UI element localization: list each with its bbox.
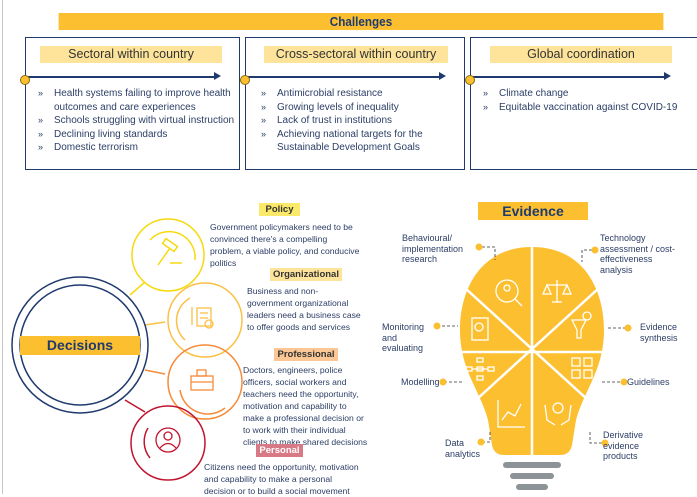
- challenges-header: Challenges: [58, 13, 664, 30]
- timeline-dot-icon: [20, 75, 30, 85]
- arrow-icon: [245, 73, 446, 79]
- list-item: Lack of trust in institutions: [257, 114, 457, 128]
- checkboxes-icon: [571, 357, 593, 379]
- magnifier-person-icon: [495, 279, 523, 307]
- clipboard-icon: [471, 317, 489, 341]
- list-item: Health systems failing to improve health…: [34, 87, 239, 114]
- evidence-type-label: Data analytics: [445, 438, 481, 459]
- person-icon: [155, 427, 181, 453]
- list-item: Domestic terrorism: [34, 141, 239, 155]
- arrow-icon: [25, 73, 221, 79]
- decisions-bar: [20, 336, 140, 355]
- document-icon: [191, 307, 214, 329]
- challenge-column-global: [470, 37, 697, 170]
- challenge-column-cross-sectoral: [245, 37, 465, 170]
- column-heading: Global coordination: [490, 46, 672, 63]
- challenge-list: Health systems failing to improve health…: [34, 87, 239, 155]
- evidence-type-label: Monitoring and evaluating: [382, 322, 425, 353]
- decisions-diagram: [11, 218, 243, 481]
- timeline-dot-icon: [465, 75, 475, 85]
- hands-gear-icon: [544, 402, 572, 426]
- list-item: Antimicrobial resistance: [257, 87, 457, 101]
- evidence-title: Evidence: [478, 202, 588, 220]
- list-item: Equitable vaccination against COVID-19: [479, 101, 694, 115]
- level-label-policy: Policy: [259, 203, 300, 216]
- evidence-bulb: [433, 243, 632, 490]
- list-item: Achieving national targets for the Susta…: [257, 128, 457, 155]
- level-label-professional: Professional: [274, 348, 338, 361]
- evidence-type-label: Derivative evidence products: [603, 430, 644, 461]
- level-label-organizational: Organizational: [270, 268, 342, 281]
- left-border: [2, 0, 3, 494]
- column-heading: Sectoral within country: [40, 46, 222, 63]
- evidence-type-label: Guidelines: [627, 377, 670, 387]
- column-heading: Cross-sectoral within country: [264, 46, 448, 63]
- level-description: Citizens need the opportunity, motivatio…: [204, 462, 359, 496]
- decisions-title: Decisions: [46, 337, 114, 353]
- flowchart-icon: [465, 357, 495, 381]
- evidence-type-label: Evidence synthesis: [640, 322, 678, 343]
- challenge-list: Antimicrobial resistance Growing levels …: [257, 87, 457, 155]
- challenge-column-sectoral: [25, 37, 240, 170]
- evidence-type-label: Behavioural/ implementation research: [402, 233, 464, 264]
- level-description: Business and non-government organization…: [247, 286, 361, 332]
- evidence-type-label: Technology assessment / cost-effectivene…: [600, 233, 676, 275]
- timeline-dot-icon: [240, 75, 250, 85]
- list-item: Growing levels of inequality: [257, 101, 457, 115]
- line-chart-icon: [497, 400, 525, 428]
- briefcase-icon: [190, 369, 214, 391]
- level-description: Government policymakers need to be convi…: [210, 222, 360, 268]
- challenge-list: Climate change Equitable vaccination aga…: [479, 87, 694, 114]
- evidence-type-label: Modelling: [401, 377, 440, 387]
- arrow-icon: [470, 73, 671, 79]
- list-item: Declining living standards: [34, 128, 239, 142]
- level-description: Doctors, engineers, police officers, soc…: [243, 365, 368, 447]
- list-item: Schools struggling with virtual instruct…: [34, 114, 239, 128]
- scales-icon: [541, 280, 573, 303]
- gavel-icon: [157, 237, 182, 266]
- level-label-personal: Personal: [256, 444, 303, 457]
- list-item: Climate change: [479, 87, 694, 101]
- funnel-gear-icon: [570, 311, 592, 339]
